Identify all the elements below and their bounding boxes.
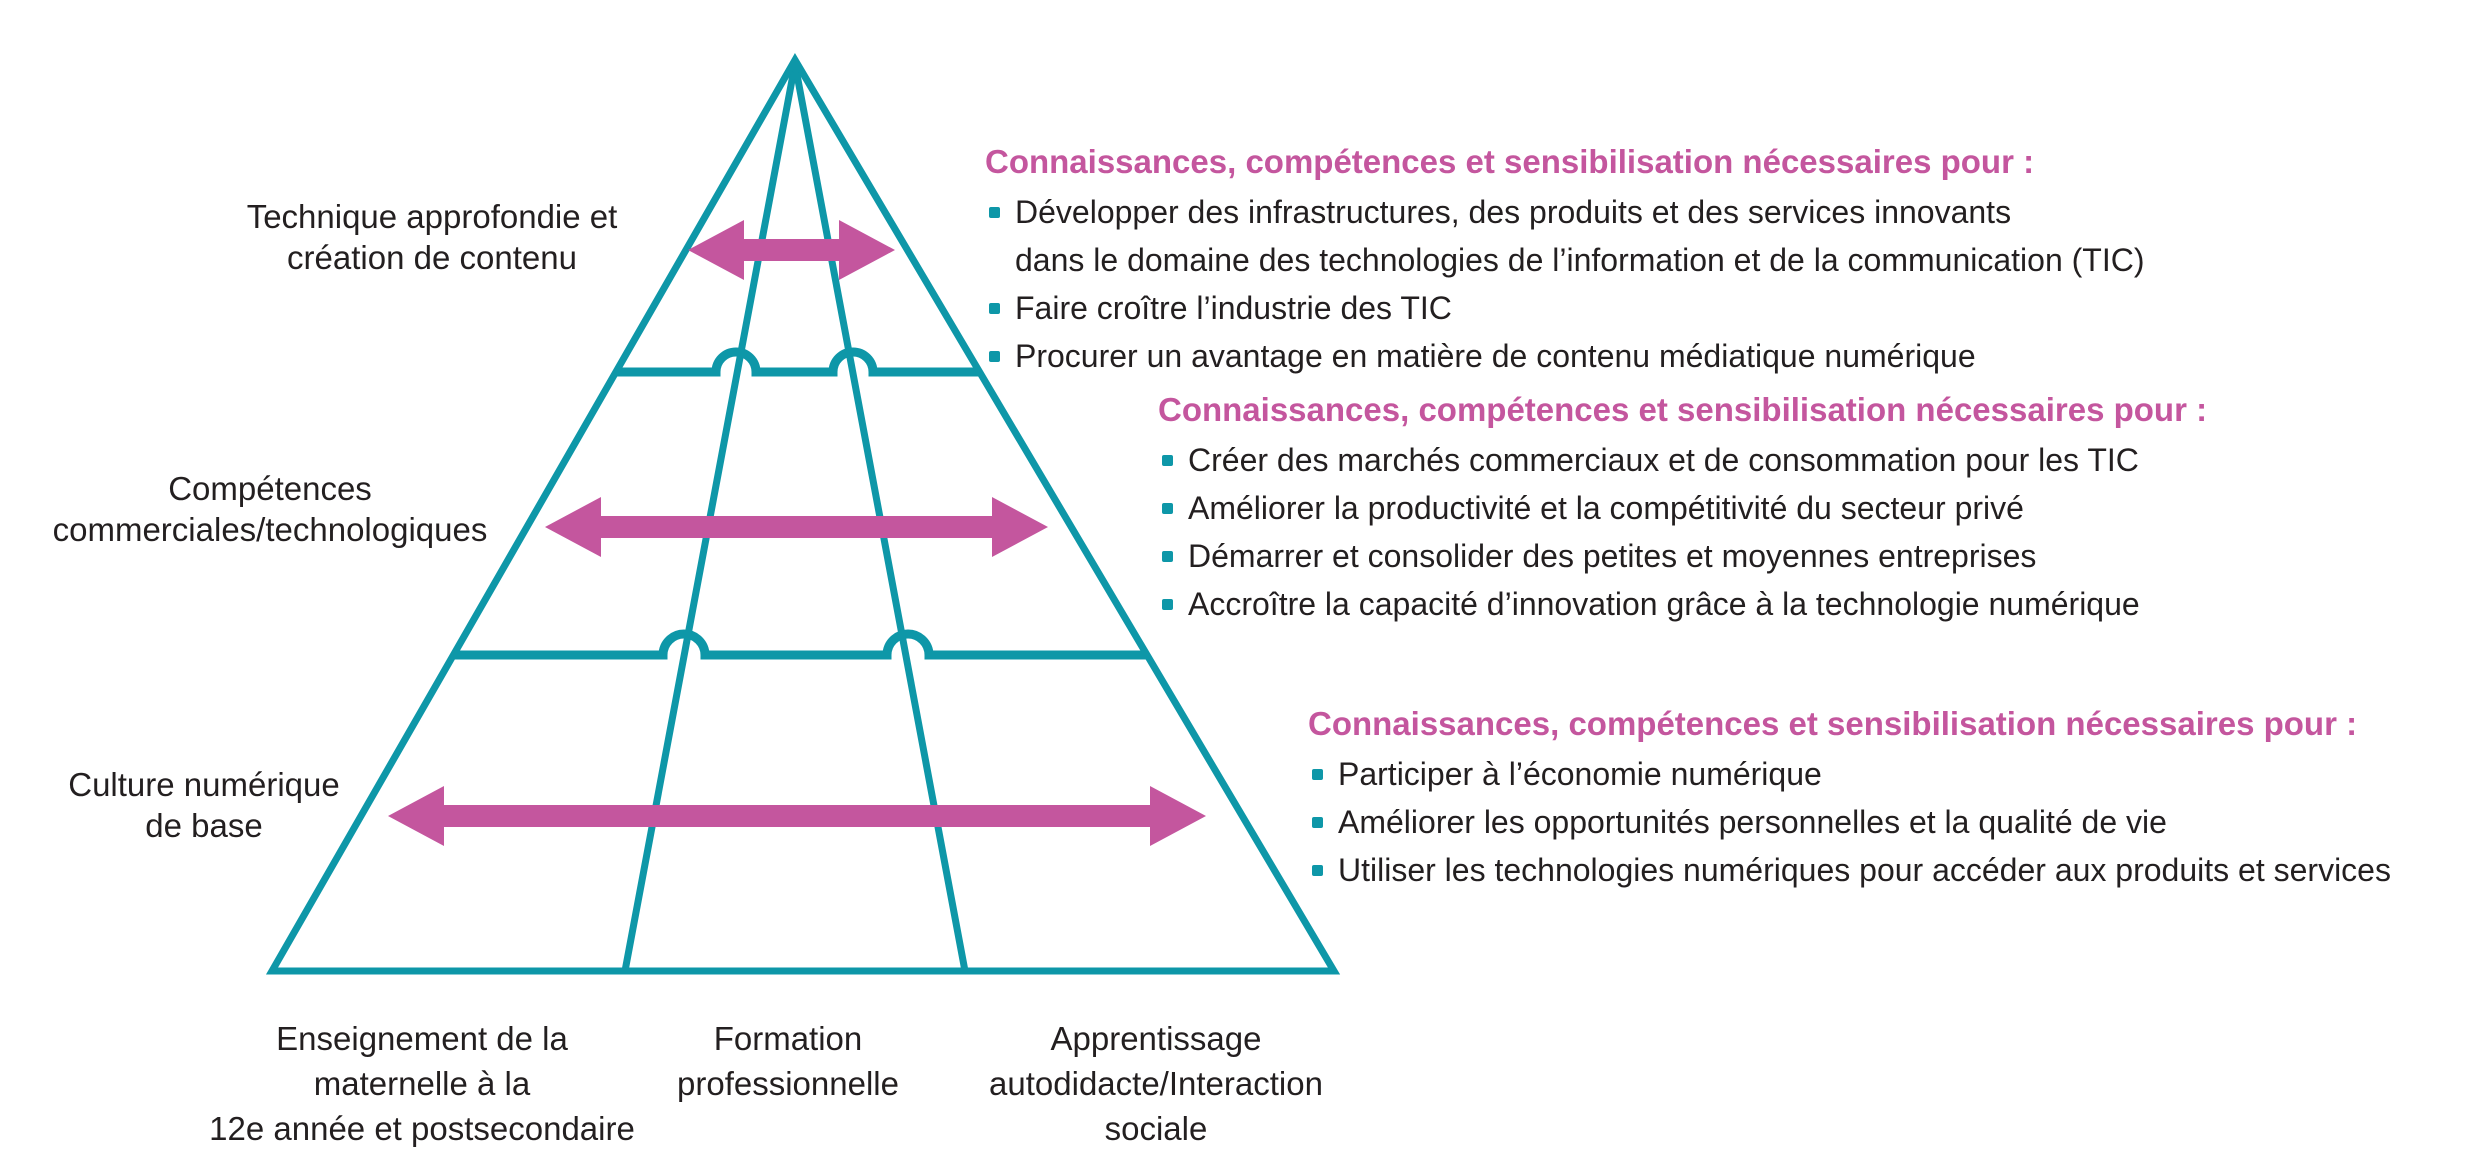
skills-block-bottom-level: Connaissances, compétences et sensibilis… bbox=[1308, 702, 2468, 894]
list-item: Procurer un avantage en matière de conte… bbox=[985, 332, 2305, 380]
bullet-square-icon bbox=[989, 207, 1000, 218]
level-label-basic-digital-literacy: Culture numérique de base bbox=[68, 766, 340, 844]
pyramid-outline bbox=[265, 53, 1341, 975]
skills-block-heading: Connaissances, compétences et sensibilis… bbox=[985, 143, 2035, 180]
list-item: Améliorer les opportunités personnelles … bbox=[1308, 798, 2468, 846]
list-item: Développer des infrastructures, des prod… bbox=[985, 188, 2305, 284]
bullet-square-icon bbox=[1162, 551, 1173, 562]
level-label-advanced-technical: Technique approfondie et création de con… bbox=[246, 198, 618, 276]
double-arrow-middle bbox=[545, 497, 1048, 557]
level-divider-lower bbox=[454, 629, 1146, 660]
list-item: Utiliser les technologies numériques pou… bbox=[1308, 846, 2468, 894]
skills-list: Créer des marchés commerciaux et de cons… bbox=[1158, 436, 2408, 628]
bullet-square-icon bbox=[989, 303, 1000, 314]
list-item: Faire croître l’industrie des TIC bbox=[985, 284, 2305, 332]
skills-list: Participer à l’économie numérique Amélio… bbox=[1308, 750, 2468, 894]
skills-block-heading: Connaissances, compétences et sensibilis… bbox=[1308, 705, 2358, 742]
skills-block-middle-level: Connaissances, compétences et sensibilis… bbox=[1158, 388, 2408, 628]
bullet-square-icon bbox=[1312, 769, 1323, 780]
column-label-k12-postsecondary: Enseignement de la maternelle à la 12e a… bbox=[209, 1020, 635, 1147]
level-divider-upper bbox=[617, 347, 980, 377]
bullet-square-icon bbox=[1162, 503, 1173, 514]
list-item: Démarrer et consolider des petites et mo… bbox=[1158, 532, 2408, 580]
double-arrow-bottom bbox=[388, 786, 1206, 846]
skills-block-heading: Connaissances, compétences et sensibilis… bbox=[1158, 391, 2208, 428]
skills-block-top-level: Connaissances, compétences et sensibilis… bbox=[985, 140, 2305, 380]
skills-list: Développer des infrastructures, des prod… bbox=[985, 188, 2305, 380]
bullet-square-icon bbox=[1162, 599, 1173, 610]
bullet-square-icon bbox=[1162, 455, 1173, 466]
bullet-square-icon bbox=[989, 351, 1000, 362]
list-item: Accroître la capacité d’innovation grâce… bbox=[1158, 580, 2408, 628]
column-label-self-learning: Apprentissage autodidacte/Interaction so… bbox=[989, 1020, 1323, 1147]
bullet-square-icon bbox=[1312, 817, 1323, 828]
level-label-business-technology: Compétences commerciales/technologiques bbox=[52, 470, 488, 548]
double-arrow-top bbox=[688, 220, 895, 280]
list-item: Créer des marchés commerciaux et de cons… bbox=[1158, 436, 2408, 484]
list-item: Améliorer la productivité et la compétit… bbox=[1158, 484, 2408, 532]
column-label-professional-training: Formation professionnelle bbox=[677, 1020, 899, 1102]
bullet-square-icon bbox=[1312, 865, 1323, 876]
list-item: Participer à l’économie numérique bbox=[1308, 750, 2468, 798]
